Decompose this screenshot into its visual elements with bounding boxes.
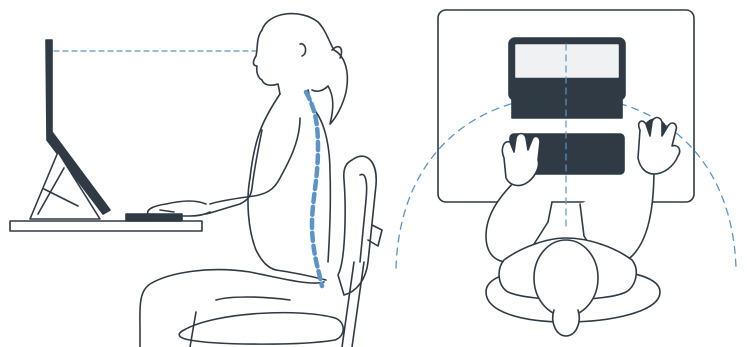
- monitor-icon: [30, 40, 110, 219]
- desk-icon: [10, 221, 202, 231]
- top-view-panel: [396, 10, 736, 336]
- spine-guide: [306, 92, 322, 286]
- person-icon: [140, 14, 347, 347]
- laptop-icon: [509, 38, 625, 118]
- chair-icon: [179, 156, 382, 347]
- side-view-panel: [10, 14, 382, 347]
